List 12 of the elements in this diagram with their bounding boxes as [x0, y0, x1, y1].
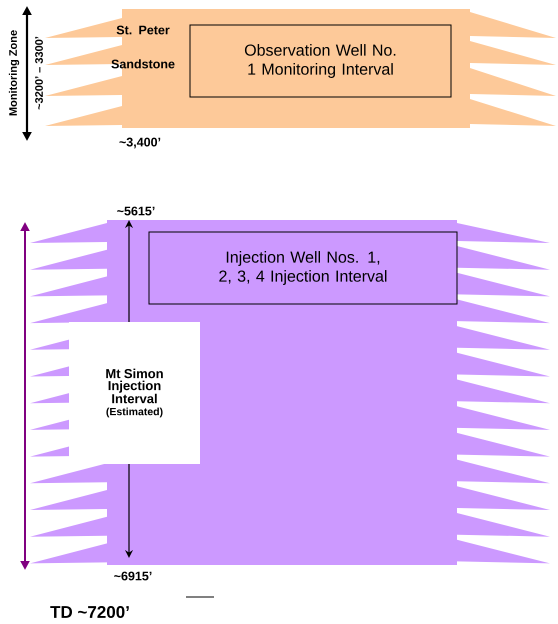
text-label: TD ~7200’ — [50, 606, 129, 618]
label-box: Mt Simon Injection Interval (Estimated) — [69, 322, 200, 464]
text-label: ~6915’ — [114, 572, 152, 580]
text-label: ~3,400’ — [119, 138, 160, 148]
text-box: Injection Well Nos. 1, 2, 3, 4 Injection Interval — [148, 232, 458, 304]
node-label: Mt Simon Injection Interval — [106, 368, 163, 404]
text-label: ~3200’ – 3300’ — [35, 36, 43, 110]
text-label: St. Peter Sandstone — [111, 26, 175, 68]
node-label: (Estimated) — [106, 408, 163, 418]
text-label: Monitoring Zone — [8, 30, 20, 116]
text-label: ~5615’ — [117, 206, 154, 216]
text-box: Observation Well No. 1 Monitoring Interval — [190, 24, 452, 98]
